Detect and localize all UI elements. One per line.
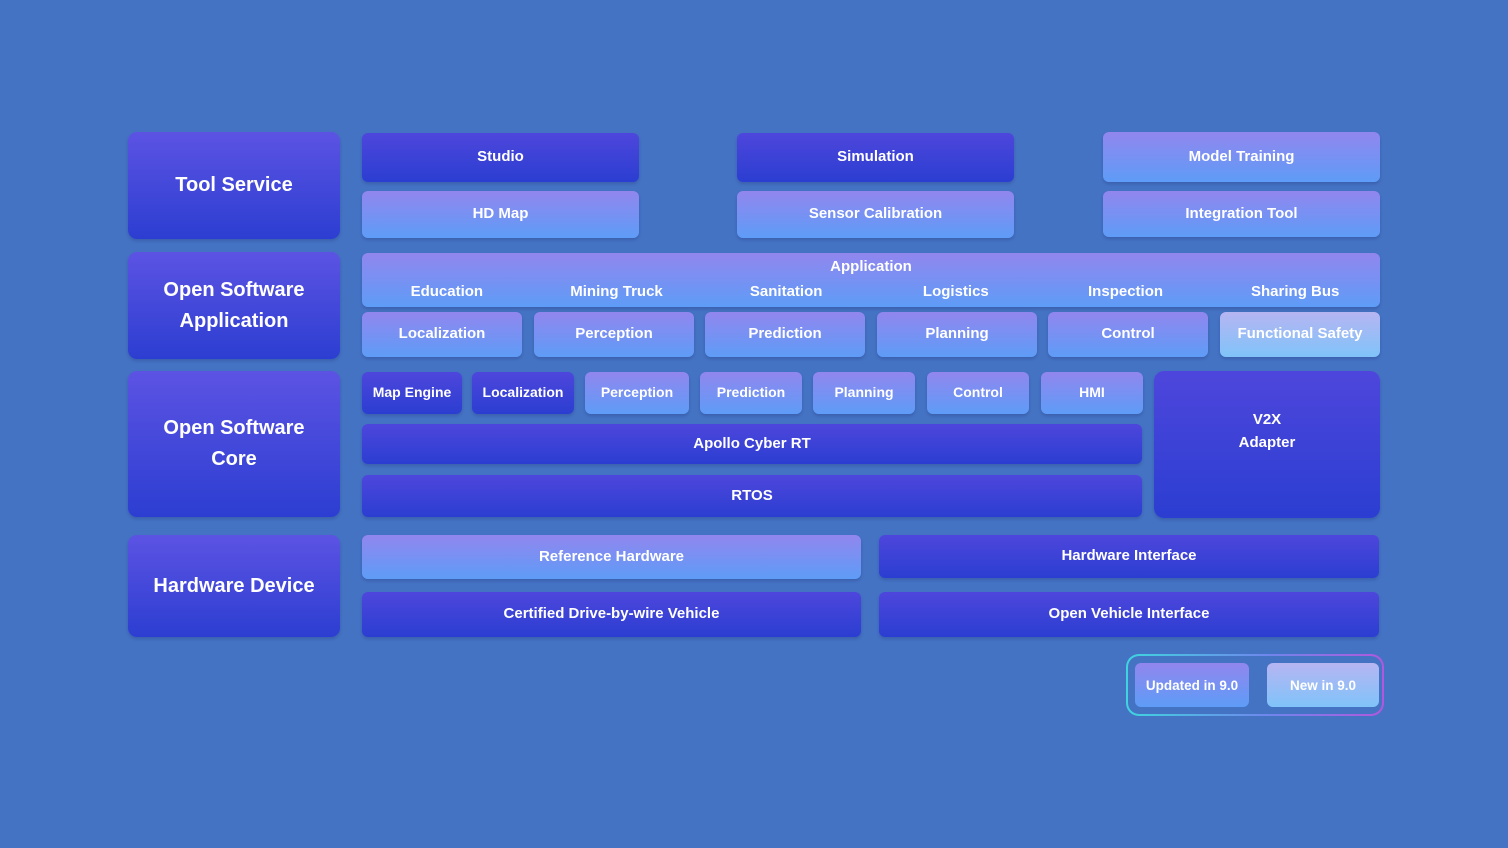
box-sensor-calibration: Sensor Calibration bbox=[737, 191, 1014, 238]
box-hardware-interface: Hardware Interface bbox=[879, 535, 1379, 578]
box-app-localization: Localization bbox=[362, 312, 522, 357]
application-domain-label: Education bbox=[410, 282, 484, 300]
application-domain-label: Sharing Bus bbox=[1251, 282, 1340, 300]
box-core-localization: Localization bbox=[472, 372, 574, 414]
box-app-perception: Perception bbox=[534, 312, 694, 357]
box-core-control: Control bbox=[927, 372, 1029, 414]
box-app-functional-safety: Functional Safety bbox=[1220, 312, 1380, 357]
application-domains: Education Mining Truck Sanitation Logist… bbox=[362, 283, 1380, 302]
box-core-perception: Perception bbox=[585, 372, 689, 414]
box-apollo-cyber-rt: Apollo Cyber RT bbox=[362, 424, 1142, 464]
legend-updated-chip: Updated in 9.0 bbox=[1135, 663, 1249, 707]
legend-new-chip: New in 9.0 bbox=[1267, 663, 1379, 707]
category-open-software-application: Open Software Application bbox=[128, 252, 340, 359]
category-tool-service: Tool Service bbox=[128, 132, 340, 239]
box-app-prediction: Prediction bbox=[705, 312, 865, 357]
box-app-planning: Planning bbox=[877, 312, 1037, 357]
application-domain-label: Mining Truck bbox=[570, 282, 663, 300]
box-model-training: Model Training bbox=[1103, 132, 1380, 182]
v2x-adapter-label-line2: Adapter bbox=[1238, 433, 1296, 451]
box-certified-drive-by-wire-vehicle: Certified Drive-by-wire Vehicle bbox=[362, 592, 861, 637]
box-core-planning: Planning bbox=[813, 372, 915, 414]
box-core-map-engine: Map Engine bbox=[362, 372, 462, 414]
legend: Updated in 9.0 New in 9.0 bbox=[1126, 654, 1384, 716]
box-reference-hardware: Reference Hardware bbox=[362, 535, 861, 579]
box-core-hmi: HMI bbox=[1041, 372, 1143, 414]
box-hd-map: HD Map bbox=[362, 191, 639, 238]
box-integration-tool: Integration Tool bbox=[1103, 191, 1380, 237]
box-app-control: Control bbox=[1048, 312, 1208, 357]
application-domain-label: Sanitation bbox=[749, 282, 823, 300]
box-studio: Studio bbox=[362, 133, 639, 182]
category-hardware-device: Hardware Device bbox=[128, 535, 340, 637]
application-domain-label: Logistics bbox=[922, 282, 989, 300]
v2x-adapter-label-line1: V2X bbox=[1252, 411, 1282, 428]
application-title: Application bbox=[830, 258, 912, 275]
box-simulation: Simulation bbox=[737, 133, 1014, 182]
box-open-vehicle-interface: Open Vehicle Interface bbox=[879, 592, 1379, 637]
box-rtos: RTOS bbox=[362, 475, 1142, 517]
category-open-software-core: Open Software Core bbox=[128, 371, 340, 517]
box-core-prediction: Prediction bbox=[700, 372, 802, 414]
application-domain-label: Inspection bbox=[1088, 282, 1164, 300]
box-application: Application Education Mining Truck Sanit… bbox=[362, 253, 1380, 307]
box-v2x-adapter: V2X Adapter bbox=[1154, 371, 1380, 518]
